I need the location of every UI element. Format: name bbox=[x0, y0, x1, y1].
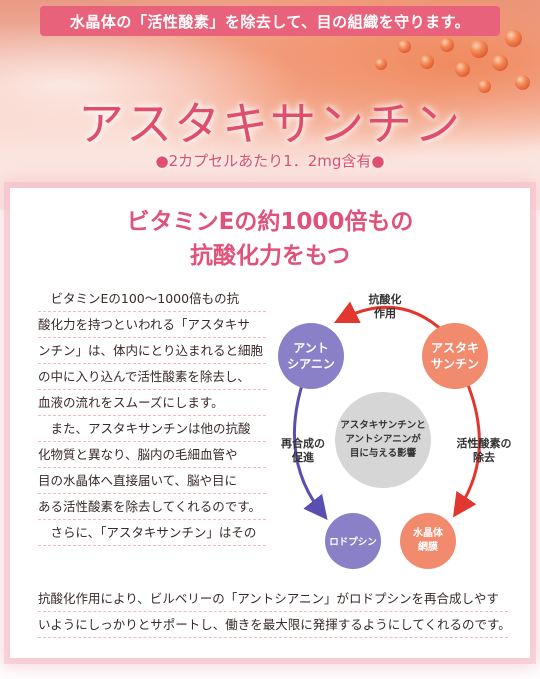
body-line: 抗酸化作用により、ビルベリーの「アントシアニン」がロドプシンを再合成しやす bbox=[38, 586, 508, 612]
body-line: ある活性酸素を除去してくれるのです。 bbox=[38, 494, 266, 520]
label-oxygen-removal: 活性酸素の 除去 bbox=[456, 437, 512, 464]
body-text-wide: 抗酸化作用により、ビルベリーの「アントシアニン」がロドプシンを再合成しやす いよ… bbox=[38, 586, 511, 638]
node-lens-tissue: 水晶体 網膜 bbox=[400, 513, 456, 569]
body-line: 化物質と異なり、脳内の毛細血管や bbox=[38, 442, 266, 468]
page-subtitle: ●2カプセルあたり1．2mg含有● bbox=[155, 152, 385, 170]
section-heading-line2: 抗酸化力をもつ bbox=[189, 243, 351, 269]
body-line: さらに、「アスタキサンチン」はその bbox=[38, 520, 266, 546]
node-anthocyanin: アント シアニン bbox=[278, 323, 344, 389]
content-panel bbox=[10, 188, 530, 658]
label-antioxidant: 抗酸化 作用 bbox=[368, 293, 402, 320]
arrow-antioxidant bbox=[333, 301, 447, 335]
body-line: いようにしっかりとサポートし、働きを最大限に発揮するようにしてくれるのです。 bbox=[38, 612, 511, 638]
body-text-narrow: ビタミンEの100～1000倍もの抗 酸化力を持つといわれる「アスタキサ ンチン… bbox=[38, 286, 266, 546]
node-rhodopsin: ロドプシン bbox=[325, 513, 381, 569]
arrow-oxygen-removal bbox=[452, 384, 481, 518]
section-heading-line1: ビタミンEの約1000倍もの bbox=[126, 209, 414, 235]
page-title: アスタキサンチン bbox=[78, 97, 462, 151]
body-line: 目の水晶体へ直接届いて、脳や目に bbox=[38, 468, 266, 494]
node-astaxanthin: アスタキ サンチン bbox=[422, 323, 488, 389]
cycle-arrows bbox=[292, 301, 481, 521]
arrow-resynthesis bbox=[292, 384, 328, 521]
body-line: 酸化力を持つといわれる「アスタキサ bbox=[38, 312, 266, 338]
node-center: アスタキサンチンと アントシアニンが 目に与える影響 bbox=[335, 392, 431, 488]
section-heading: ビタミンEの約1000倍もの 抗酸化力をもつ bbox=[10, 205, 530, 273]
body-line: ンチン」は、体内にとり込まれると細胞 bbox=[38, 338, 266, 364]
body-line: の中に入り込んで活性酸素を除去し、 bbox=[38, 364, 266, 390]
body-line: 血液の流れをスムーズにします。 bbox=[38, 390, 266, 416]
body-line: ビタミンEの100～1000倍もの抗 bbox=[38, 286, 266, 312]
header-banner: 水晶体の「活性酸素」を除去して、目の組織を守ります。 bbox=[40, 6, 500, 36]
body-line: また、アスタキサンチンは他の抗酸 bbox=[38, 416, 266, 442]
label-resynthesis: 再合成の 促進 bbox=[281, 437, 325, 464]
